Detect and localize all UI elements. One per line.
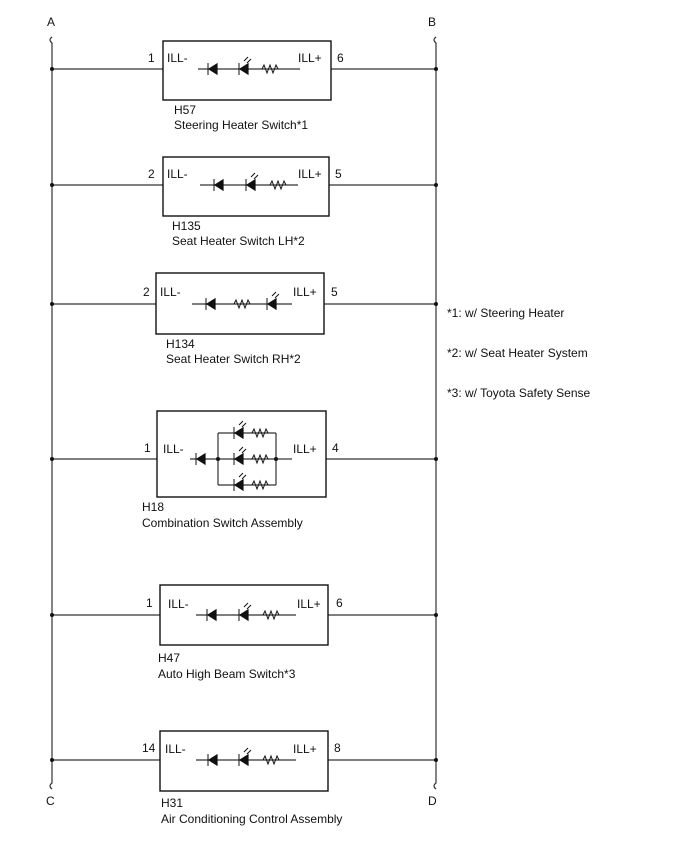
switch-h47: 1 ILL- ILL+ 6 H47 Auto High Beam Switch*… [50,584,438,681]
diode-icon [195,452,206,466]
pin-left: 1 [144,441,151,455]
component-name: Seat Heater Switch LH*2 [172,234,305,248]
switch-h18: 1 ILL- ILL+ 4 H18 Combination Switch Ass… [50,410,438,530]
pin-right: 5 [331,285,338,299]
terminal-ill-plus: ILL+ [293,285,317,299]
component-name: Seat Heater Switch RH*2 [166,352,301,366]
rail-left [49,36,53,790]
diode-icon [206,608,217,622]
resistor-icon [262,609,280,621]
switch-h31: 14 ILL- ILL+ 8 H31 Air Conditioning Cont… [50,730,438,826]
connector-code: H47 [158,651,180,665]
rail-label-a: A [47,15,55,29]
resistor-icon [251,479,269,491]
terminal-ill-minus: ILL- [160,285,181,299]
pin-left: 2 [143,285,150,299]
switch-h135: 2 ILL- ILL+ 5 H135 Seat Heater Switch LH… [50,156,438,248]
resistor-icon [233,298,251,310]
terminal-ill-minus: ILL- [168,597,189,611]
diode-icon [207,62,218,76]
pin-right: 4 [332,441,339,455]
terminal-ill-plus: ILL+ [293,742,317,756]
led-icon [245,172,259,192]
note-seat-heater: *2: w/ Seat Heater System [447,346,588,360]
diode-icon [213,178,224,192]
connector-code: H134 [166,337,195,351]
pin-left: 1 [146,596,153,610]
diode-icon [205,297,216,311]
led-icon [233,472,247,492]
switch-h134: 2 ILL- ILL+ 5 H134 Seat Heater Switch RH… [50,272,438,366]
component-name: Combination Switch Assembly [142,516,303,530]
terminal-ill-minus: ILL- [167,167,188,181]
led-icon [233,446,247,466]
resistor-icon [262,754,280,766]
terminal-ill-minus: ILL- [165,742,186,756]
connector-code: H18 [142,500,164,514]
pin-right: 6 [336,596,343,610]
note-steering-heater: *1: w/ Steering Heater [447,306,564,320]
rail-label-c: C [46,794,55,808]
note-toyota-safety-sense: *3: w/ Toyota Safety Sense [447,386,591,400]
component-name: Steering Heater Switch*1 [174,118,308,132]
rail-right [433,36,437,790]
footnotes: *1: w/ Steering Heater *2: w/ Seat Heate… [447,306,591,400]
component-name: Air Conditioning Control Assembly [161,812,342,826]
pin-left: 14 [142,741,156,755]
terminal-ill-minus: ILL- [163,442,184,456]
pin-left: 1 [148,51,155,65]
terminal-ill-plus: ILL+ [298,51,322,65]
resistor-icon [269,179,287,191]
led-icon [238,602,252,622]
switch-h57: 1 ILL- ILL+ 6 H57 Steering Heater Switch… [50,40,438,132]
connector-code: H135 [172,219,201,233]
pin-left: 2 [148,167,155,181]
rail-label-b: B [428,15,436,29]
resistor-icon [251,453,269,465]
led-icon [238,56,252,76]
led-icon [238,747,252,767]
pin-right: 5 [335,167,342,181]
led-icon [266,291,280,311]
terminal-ill-plus: ILL+ [297,597,321,611]
terminal-ill-minus: ILL- [167,51,188,65]
diode-icon [207,753,218,767]
component-name: Auto High Beam Switch*3 [158,667,296,681]
resistor-icon [261,63,279,75]
resistor-icon [251,427,269,439]
pin-right: 8 [334,741,341,755]
led-icon [233,420,247,440]
terminal-ill-plus: ILL+ [298,167,322,181]
terminal-ill-plus: ILL+ [293,442,317,456]
rail-label-d: D [428,794,437,808]
pin-right: 6 [337,51,344,65]
connector-code: H31 [161,796,183,810]
connector-code: H57 [174,103,196,117]
